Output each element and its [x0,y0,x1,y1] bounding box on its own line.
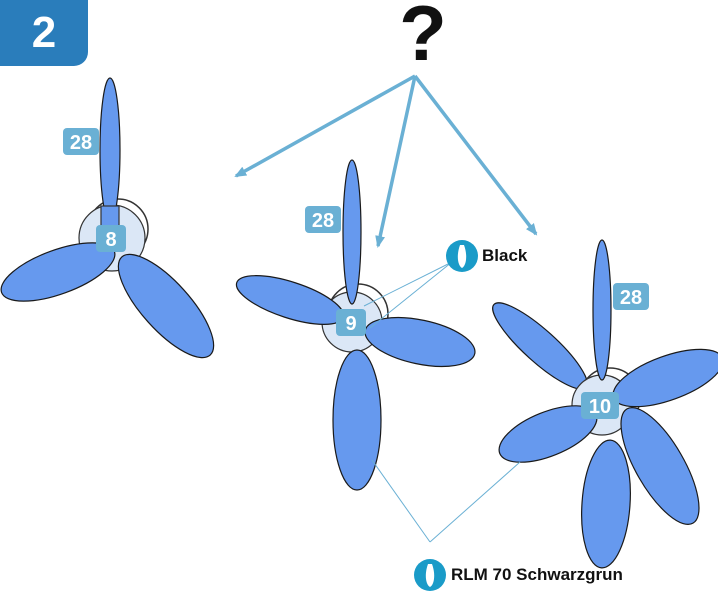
paint-drop-icon [414,559,446,591]
paint-drop-icon [446,240,478,272]
blade-top [592,239,612,381]
arrow-to-5-blade [413,74,538,236]
leader-lines [363,261,521,543]
arrow-to-4-blade [375,75,417,248]
leader-rlm-1 [371,459,431,543]
blade-left [235,275,345,325]
blade-top [342,159,362,305]
part-number-hub-5: 10 [589,396,611,418]
part-badges: 28 28 28 8 9 10 [63,128,649,419]
blade-back-left [492,302,588,390]
arrow-to-3-blade [234,74,416,178]
blade-right [117,253,215,359]
step-number-badge: 2 [0,0,88,66]
part-number-blade-4: 28 [312,210,334,232]
blade-bottom [332,349,382,491]
leader-black-2 [369,261,453,329]
blade-bottom-left [581,439,631,569]
part-number-hub-4: 9 [345,313,356,335]
paint-label-rlm70: RLM 70 Schwarzgrun [451,565,623,584]
step-number: 2 [31,8,57,57]
part-number-blade-5: 28 [620,287,642,309]
leader-rlm-2 [429,461,521,543]
part-number-hub-3: 8 [105,229,116,251]
blade-top [99,77,121,223]
blade-bottom-right [620,406,700,526]
part-number-blade-3: 28 [70,132,92,154]
option-arrows [234,74,538,248]
paint-label-black: Black [482,246,528,265]
propeller-3-blade [0,77,215,359]
question-mark: ? [399,0,447,77]
leader-black-1 [363,261,453,307]
